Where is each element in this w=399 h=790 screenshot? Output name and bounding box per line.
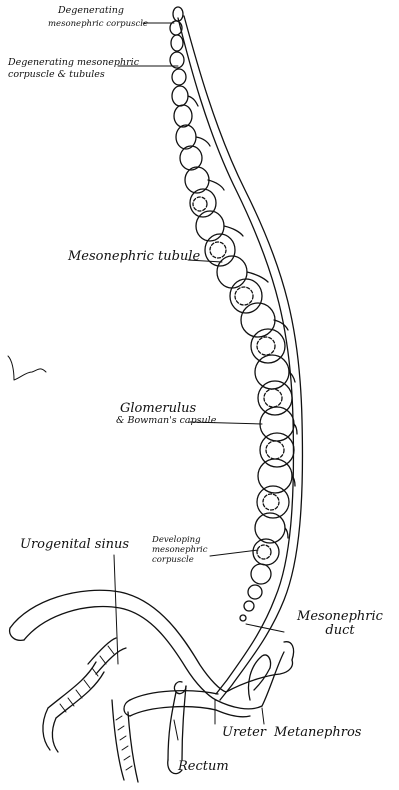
- lower-stalk-2: [128, 712, 138, 782]
- label-degenerating-tubules-2: corpuscle & tubules: [8, 70, 105, 80]
- label-mesonephric-duct: Mesonephric duct: [290, 610, 390, 637]
- label-bowmans-capsule: & Bowman's capsule: [116, 416, 216, 426]
- label-degenerating-corpuscle-2: mesonephric corpuscle: [48, 20, 148, 29]
- label-developing: Developing: [152, 536, 201, 545]
- lower-stalk: [112, 700, 124, 780]
- label-rectum: Rectum: [178, 760, 229, 774]
- label-metanephros: Metanephros: [274, 726, 361, 740]
- mesonephric-duct-outer: [184, 16, 302, 700]
- tubule-connections: [188, 96, 297, 538]
- allantoic-stalk: [43, 638, 126, 752]
- hatched-segments: [60, 646, 132, 770]
- label-degenerating-corpuscle: Degenerating: [58, 6, 124, 16]
- stray-mark: [8, 356, 46, 380]
- glomeruli: [193, 197, 284, 559]
- label-degenerating-tubules: Degenerating mesonephric: [8, 58, 139, 68]
- ureter-outline: [124, 691, 250, 717]
- metanephros-outline: [249, 652, 285, 706]
- label-glomerulus: Glomerulus: [120, 402, 196, 416]
- label-ureter: Ureter: [222, 726, 266, 740]
- label-urogenital-sinus: Urogenital sinus: [20, 538, 129, 552]
- urogenital-sinus-outline: [10, 590, 294, 709]
- label-developing-3: corpuscle: [152, 556, 194, 565]
- label-developing-2: mesonephric: [152, 546, 208, 555]
- label-mesonephric-tubule: Mesonephric tubule: [68, 250, 200, 264]
